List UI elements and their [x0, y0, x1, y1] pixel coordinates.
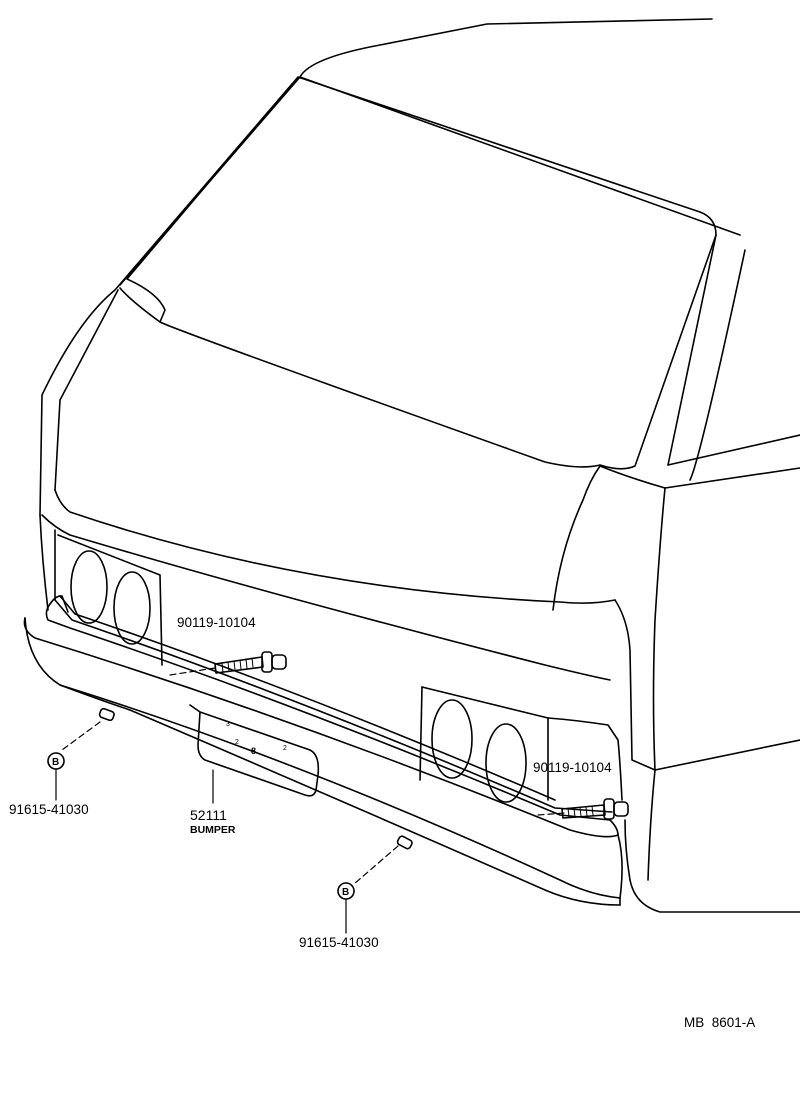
bumper-top-strip — [45, 603, 611, 821]
lower-panel-left — [39, 514, 49, 611]
bolt-right — [537, 798, 629, 820]
bumper-top-strip3 — [59, 595, 556, 801]
bolt-left-washer — [261, 651, 273, 673]
clip-left-dashed-leader — [61, 721, 101, 751]
car-body — [39, 18, 800, 913]
bumper-lower-curve — [59, 684, 621, 906]
hatch-right-outline — [552, 465, 601, 611]
rear-window — [126, 76, 717, 470]
bumper-right-end-outer — [609, 819, 619, 836]
rear-lamp-left-outer — [70, 550, 108, 624]
bolt-left — [169, 651, 287, 676]
bolt-right-washer — [603, 798, 615, 820]
bumper-part-name: BUMPER — [190, 824, 236, 836]
bolt-left-part-number: 90119-10104 — [177, 615, 256, 630]
hatch-right-side — [599, 465, 666, 489]
clip-bottom-dashed-leader — [353, 845, 399, 885]
c-pillar-left-inner — [39, 83, 293, 516]
bumper-right-end — [617, 834, 623, 906]
car-side-rear — [652, 487, 800, 771]
roof-outline — [299, 18, 713, 78]
hatch-bottom-curve — [54, 489, 616, 604]
plate-mark-1: 3 — [226, 721, 230, 728]
hatch-top-line — [119, 287, 161, 323]
car-side-top — [664, 467, 800, 489]
bumper-top-strip2 — [54, 599, 613, 813]
c-pillar-right — [667, 234, 717, 466]
bolt-left-leader — [169, 667, 216, 676]
bumper-face-top — [23, 617, 619, 838]
clip-bottom-part-number: 91615-41030 — [299, 935, 379, 950]
bumper-part-number: 52111 — [190, 807, 227, 823]
drawing-code: MB 8601-A — [684, 1015, 755, 1030]
car-side-line2 — [689, 249, 746, 481]
garnish-left — [57, 534, 163, 666]
plate-mark-4: 2 — [235, 739, 239, 746]
clip-slot-left — [98, 707, 115, 722]
hatch-left-outline — [54, 289, 119, 491]
lower-panel-top — [41, 514, 611, 681]
lower-body-right — [624, 819, 631, 881]
license-plate-recess — [197, 711, 320, 797]
clip-bottom-marker-letter: B — [342, 887, 349, 898]
bolt-right-leader — [537, 812, 566, 816]
license-plate-top — [189, 704, 201, 713]
bolt-right-thread — [567, 805, 594, 818]
roof-rear-edge — [299, 76, 741, 236]
bolt-right-part-number: 90119-10104 — [533, 760, 612, 775]
panel-right-edge — [547, 717, 623, 801]
bolt-right-head — [613, 801, 629, 817]
bolt-left-thread — [221, 657, 254, 673]
quarter-panel — [614, 599, 656, 771]
clip-left-marker-letter: B — [52, 757, 59, 768]
rear-lamp-left-inner — [113, 571, 151, 645]
bumper-assembly — [23, 595, 623, 906]
plate-mark-2: 2 — [283, 745, 287, 752]
bumper-face-bottom — [24, 617, 621, 899]
garnish-right-left — [419, 686, 423, 781]
bolt-left-head — [271, 654, 287, 670]
bolt-right-shaft — [561, 804, 606, 819]
side-lower-line — [647, 769, 656, 881]
car-side-upper — [667, 434, 800, 466]
rear-wheel-arch — [629, 879, 800, 913]
plate-mark-3: 8 — [251, 746, 256, 756]
clip-left-part-number: 91615-41030 — [9, 802, 89, 817]
rear-lamp-right-outer — [431, 699, 473, 779]
rear-lamp-right-inner — [485, 723, 527, 803]
clip-slot-bottom — [396, 835, 413, 850]
bumper-left-end-top — [49, 595, 69, 613]
